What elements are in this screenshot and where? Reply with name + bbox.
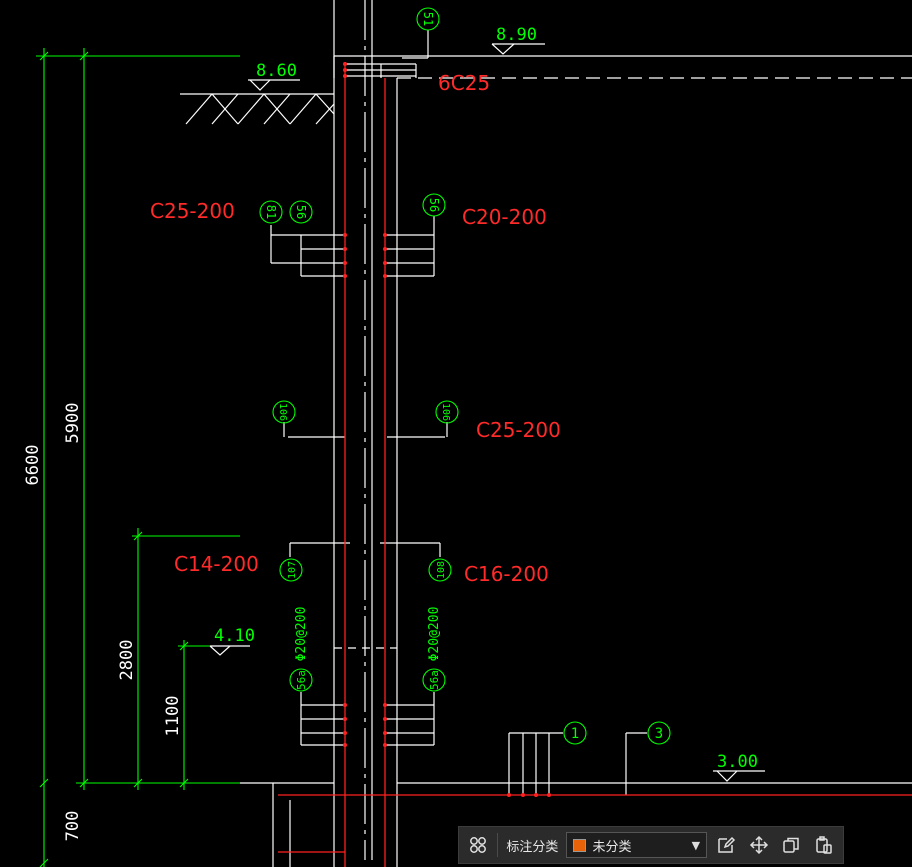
bubble-106-left: 106	[277, 403, 288, 421]
dimension-low: 1100	[163, 696, 183, 737]
category-color-swatch	[573, 838, 587, 852]
bubble-56a-right: 56a	[428, 670, 441, 690]
bubble-107: 107	[287, 561, 298, 579]
bubble-56-right: 56	[427, 198, 441, 212]
rebar-label-top: 6C25	[438, 71, 490, 95]
rebar-label-right-middle: C25-200	[476, 418, 561, 442]
elevation-ground-left: 8.60	[256, 61, 297, 81]
dimension-upper: 5900	[63, 403, 83, 444]
move-icon[interactable]	[746, 831, 772, 859]
grid-icon[interactable]	[465, 831, 491, 859]
paste-icon[interactable]	[811, 831, 837, 859]
category-label: 标注分类	[506, 839, 559, 855]
rebar-label-left-lower: C14-200	[174, 552, 259, 576]
chevron-down-icon: ▼	[691, 838, 701, 852]
dimension-lower: 700	[63, 811, 83, 842]
rebar-dots	[343, 62, 551, 797]
copy-icon[interactable]	[778, 831, 804, 859]
bubble-81: 81	[264, 205, 278, 219]
bubble-56-left: 56	[294, 205, 308, 219]
structure-lines	[180, 0, 912, 867]
note-vertical-left: Φ20@200	[294, 607, 309, 662]
bubble-106-right: 106	[440, 403, 451, 421]
annotation-toolbar: 标注分类 未分类 ▼	[458, 826, 844, 864]
elevation-mid-left: 4.10	[214, 626, 255, 646]
bubble-51: 51	[421, 12, 435, 26]
category-select[interactable]: 未分类 ▼	[566, 832, 708, 858]
rebar-label-right-upper: C20-200	[462, 205, 547, 229]
bubble-3: 3	[655, 726, 663, 742]
rebar-label-left-upper: C25-200	[150, 199, 235, 223]
category-value: 未分类	[592, 839, 632, 855]
bubble-108: 108	[436, 561, 447, 579]
dimension-total: 6600	[23, 445, 43, 486]
rebar-lines	[278, 62, 912, 867]
elevation-bottom-right: 3.00	[717, 752, 758, 772]
toolbar-divider	[497, 833, 499, 857]
bubble-56a-left: 56a	[295, 670, 308, 690]
elevation-top-right: 8.90	[496, 25, 537, 45]
dimension-lines	[36, 48, 240, 867]
edit-icon[interactable]	[713, 831, 739, 859]
note-vertical-right: Φ20@200	[427, 607, 442, 662]
dimension-mid: 2800	[117, 640, 137, 681]
rebar-label-right-lower: C16-200	[464, 562, 549, 586]
bubble-1: 1	[571, 726, 579, 742]
bubble-circles	[259, 7, 671, 745]
